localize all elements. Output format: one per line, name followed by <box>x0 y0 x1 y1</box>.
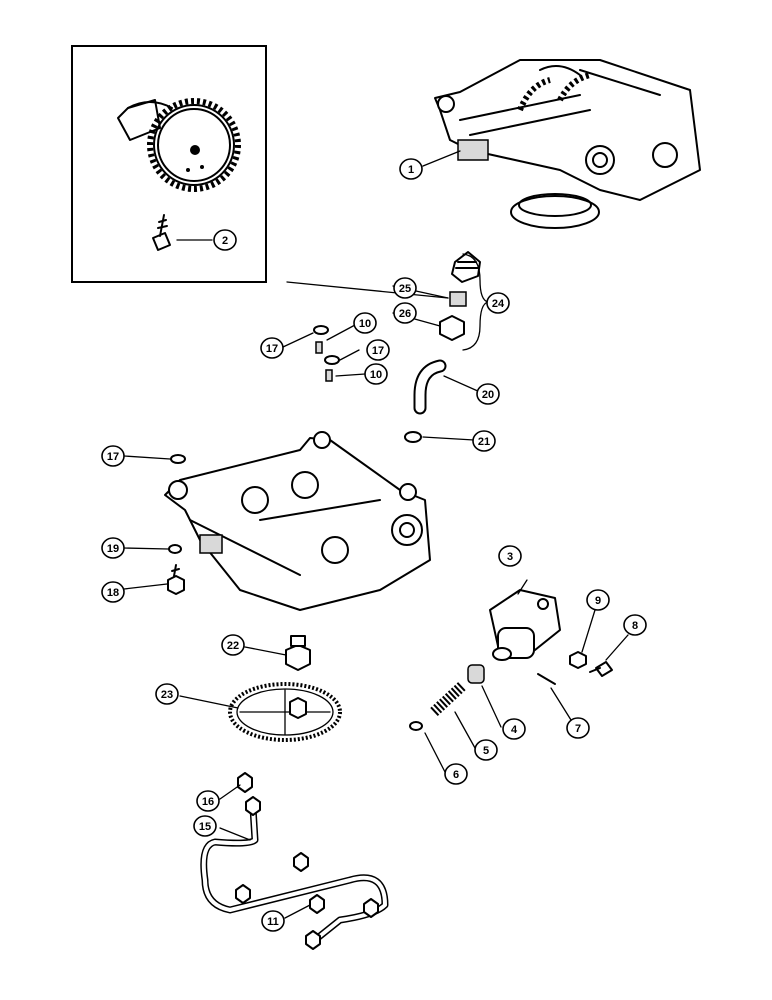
screw-part-2 <box>152 214 171 251</box>
callout-17-upper-left: 17 <box>260 337 284 359</box>
washer-part-6 <box>409 721 423 731</box>
pump-body <box>164 431 431 611</box>
svg-text:25: 25 <box>399 283 411 295</box>
screen-cover-part-23 <box>228 682 342 742</box>
svg-text:10: 10 <box>370 369 382 381</box>
svg-text:17: 17 <box>372 345 384 357</box>
elbow-tube-part-20 <box>413 359 447 415</box>
svg-text:4: 4 <box>511 724 518 736</box>
tube-nut-upper <box>245 796 261 816</box>
nut-part-9 <box>569 651 587 669</box>
callout-7: 7 <box>566 717 590 739</box>
callout-22: 22 <box>221 634 245 656</box>
callout-9: 9 <box>586 589 610 611</box>
pin-10-upper <box>315 341 323 354</box>
leader-lines <box>123 150 629 919</box>
callout-17-left: 17 <box>101 445 125 467</box>
idler-gear <box>117 98 241 192</box>
svg-text:8: 8 <box>632 620 638 632</box>
oil-pump-assembly <box>434 59 701 229</box>
tube-nut-right <box>363 898 379 918</box>
washer-17-middle <box>324 355 340 365</box>
svg-text:11: 11 <box>267 916 279 928</box>
callout-6: 6 <box>444 763 468 785</box>
svg-text:9: 9 <box>595 595 601 607</box>
spring-part-5 <box>430 681 466 717</box>
svg-text:17: 17 <box>107 451 119 463</box>
callout-15: 15 <box>193 815 217 837</box>
tube-nut-left <box>235 884 251 904</box>
callout-5: 5 <box>474 739 498 761</box>
callout-8: 8 <box>623 614 647 636</box>
svg-text:17: 17 <box>266 343 278 355</box>
fitting-part-16 <box>237 772 253 793</box>
svg-text:18: 18 <box>107 587 119 599</box>
nut-part-26 <box>439 315 465 341</box>
svg-text:3: 3 <box>507 551 513 563</box>
callout-17-upper-right: 17 <box>366 339 390 361</box>
oil-line-tube-part-15 <box>200 807 389 943</box>
svg-text:24: 24 <box>492 298 505 310</box>
svg-text:10: 10 <box>359 318 371 330</box>
callout-19: 19 <box>101 537 125 559</box>
plug-part-22 <box>285 635 311 671</box>
valve-housing-part-3 <box>489 589 561 661</box>
callout-23: 23 <box>155 683 179 705</box>
callout-18: 18 <box>101 581 125 603</box>
svg-text:6: 6 <box>453 769 459 781</box>
callout-25: 25 <box>393 277 417 299</box>
o-ring-part-21 <box>404 431 422 443</box>
pin-10-lower <box>325 369 333 382</box>
svg-text:2: 2 <box>222 235 228 247</box>
callout-10-upper: 10 <box>353 312 377 334</box>
bolt-part-18 <box>167 564 185 595</box>
washer-part-19 <box>168 544 182 554</box>
callout-21: 21 <box>472 430 496 452</box>
washer-17-upper <box>313 325 329 335</box>
tube-nut-mid <box>293 852 309 872</box>
svg-text:1: 1 <box>408 164 414 176</box>
insert-part-25 <box>449 291 467 307</box>
callout-20: 20 <box>476 383 500 405</box>
svg-text:5: 5 <box>483 745 489 757</box>
svg-text:26: 26 <box>399 308 411 320</box>
callout-3: 3 <box>498 545 522 567</box>
callout-11: 11 <box>261 910 285 932</box>
svg-text:21: 21 <box>478 436 490 448</box>
plunger-part-4 <box>467 664 485 684</box>
callout-10-lower: 10 <box>364 363 388 385</box>
callout-4: 4 <box>502 718 526 740</box>
bolt-part-8 <box>589 661 613 677</box>
cotter-pin-part-7 <box>537 673 556 685</box>
fitting-part-11 <box>309 894 325 914</box>
svg-text:15: 15 <box>199 821 211 833</box>
callout-2: 2 <box>213 229 237 251</box>
callout-16: 16 <box>196 790 220 812</box>
svg-text:7: 7 <box>575 723 581 735</box>
connector-fitting <box>451 251 481 283</box>
tube-nut-bottom <box>305 930 321 950</box>
svg-text:20: 20 <box>482 389 494 401</box>
callout-1: 1 <box>399 158 423 180</box>
svg-text:16: 16 <box>202 796 214 808</box>
svg-text:22: 22 <box>227 640 239 652</box>
callout-24: 24 <box>486 292 510 314</box>
svg-text:19: 19 <box>107 543 119 555</box>
callout-26: 26 <box>393 302 417 324</box>
svg-text:23: 23 <box>161 689 173 701</box>
washer-17-left <box>170 454 186 464</box>
